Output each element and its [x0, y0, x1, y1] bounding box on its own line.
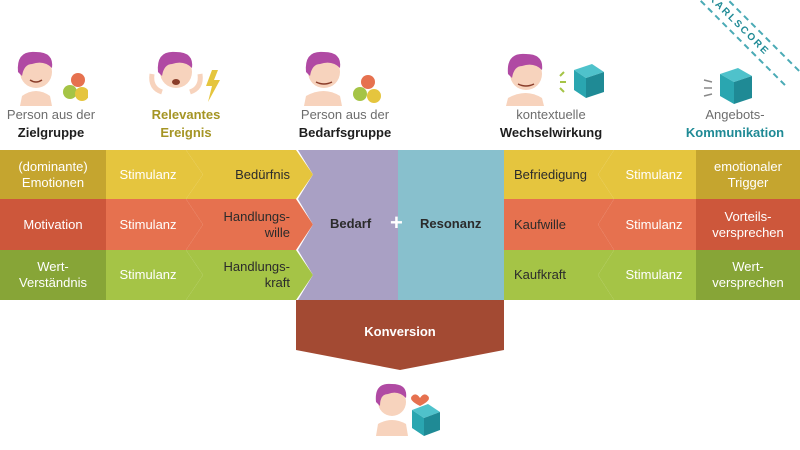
row2-offer-block: [696, 199, 800, 250]
header-offer: Angebots- Kommunikation: [670, 106, 800, 142]
row1-right-label: Befriedigung: [514, 166, 587, 182]
plus-sign: +: [390, 210, 403, 235]
row1-offer-block: [696, 150, 800, 199]
header-target-group-line1: Person aus der: [6, 107, 96, 122]
header-interaction-line2: Wechselwirkung: [499, 125, 603, 140]
row1-need-arrow: [186, 150, 313, 199]
row2-left-block: [0, 199, 106, 250]
row3-right-arrow: [504, 250, 614, 300]
person-interaction-illustration: [506, 53, 604, 106]
bedarf-column: [298, 150, 398, 322]
row1-offer-label: emotionaler Trigger: [714, 158, 782, 190]
row1-stimulus-right-label: Stimulanz: [625, 166, 683, 182]
header-interaction: kontextuelle Wechselwirkung: [486, 106, 616, 142]
row1-right-arrow: [504, 150, 614, 199]
header-offer-line1: Angebots-: [705, 107, 765, 122]
row3-need-text: Handlungs- kraft: [200, 250, 291, 300]
row3-left-label: Wert- Verständnis: [19, 259, 87, 290]
row2-stimulus-right-label: Stimulanz: [625, 216, 683, 232]
header-event-line1: Relevantes: [151, 107, 221, 122]
header-interaction-line1: kontextuelle: [516, 107, 586, 122]
row2-stimulus-left-arrow: [106, 199, 203, 250]
header-target-group: Person aus der Zielgruppe: [0, 106, 116, 142]
row2-offer-label: Vorteils- versprechen: [712, 208, 784, 240]
row2-stimulus-right-text: Stimulanz: [612, 199, 696, 250]
row1-stimulus-right-arrow: [598, 150, 696, 199]
row2-need-text: Handlungs- wille: [200, 199, 291, 250]
header-event: Relevantes Ereignis: [121, 106, 251, 142]
row3-left-block: [0, 250, 106, 300]
row3-offer-label: Wert- versprechen: [712, 259, 784, 290]
row3-stimulus-left-arrow: [106, 250, 203, 300]
row1-need-text: Bedürfnis: [200, 150, 290, 199]
row2-need-label: Handlungs- wille: [223, 208, 291, 240]
header-offer-line2: Kommunikation: [685, 125, 785, 140]
row1-stimulus-left-label: Stimulanz: [119, 166, 177, 182]
row3-stimulus-right-label: Stimulanz: [625, 267, 683, 282]
row3-offer-block: [696, 250, 800, 300]
row3-stimulus-left-text: Stimulanz: [106, 250, 190, 300]
row1-left-block: [0, 150, 106, 199]
row3-need-arrow: [186, 250, 313, 300]
row1-right-text: Befriedigung: [514, 150, 604, 199]
row2-offer-text: Vorteils- versprechen: [696, 199, 800, 250]
row1-need-label: Bedürfnis: [235, 166, 290, 182]
resonanz-column: [398, 150, 504, 322]
row1-offer-text: emotionaler Trigger: [696, 150, 800, 199]
row2-right-arrow: [504, 199, 614, 250]
row2-right-text: Kaufwille: [514, 199, 604, 250]
row2-left-text: Motivation: [0, 199, 106, 250]
resonanz-label: Resonanz: [420, 216, 482, 231]
row1-stimulus-left-arrow: [106, 150, 203, 199]
row1-left-label: (dominante) Emotionen: [18, 158, 88, 190]
bedarf-label: Bedarf: [330, 216, 372, 231]
row1-stimulus-left-text: Stimulanz: [106, 150, 190, 199]
row3-left-text: Wert- Verständnis: [0, 250, 106, 300]
person-target-group-illustration: [17, 51, 88, 106]
row3-need-label: Handlungs- kraft: [223, 259, 291, 290]
row1-stimulus-right-text: Stimulanz: [612, 150, 696, 199]
conversion-label: Konversion: [364, 324, 436, 339]
header-target-group-line2: Zielgruppe: [17, 125, 85, 140]
row3-stimulus-left-label: Stimulanz: [119, 267, 177, 282]
header-need-group-line2: Bedarfsgruppe: [298, 125, 392, 140]
person-event-illustration: [149, 51, 220, 102]
header-need-group-line1: Person aus der: [300, 107, 390, 122]
row2-right-label: Kaufwille: [514, 216, 567, 232]
row2-stimulus-left-text: Stimulanz: [106, 199, 190, 250]
header-event-line2: Ereignis: [160, 125, 212, 140]
row3-stimulus-right-text: Stimulanz: [612, 250, 696, 300]
row2-stimulus-right-arrow: [598, 199, 696, 250]
row2-left-label: Motivation: [23, 216, 83, 232]
row3-stimulus-right-arrow: [598, 250, 696, 300]
row3-right-label: Kaufkraft: [514, 267, 567, 282]
header-need-group: Person aus der Bedarfsgruppe: [280, 106, 410, 142]
row3-offer-text: Wert- versprechen: [696, 250, 800, 300]
row2-need-arrow: [186, 199, 313, 250]
person-need-group-illustration: [304, 51, 381, 106]
result-person-illustration: [375, 383, 440, 436]
conversion-arrow: [296, 300, 504, 370]
offer-cube-illustration: [703, 68, 752, 104]
row2-stimulus-left-label: Stimulanz: [119, 216, 177, 232]
row3-right-text: Kaufkraft: [514, 250, 604, 300]
row1-left-text: (dominante) Emotionen: [0, 150, 106, 199]
